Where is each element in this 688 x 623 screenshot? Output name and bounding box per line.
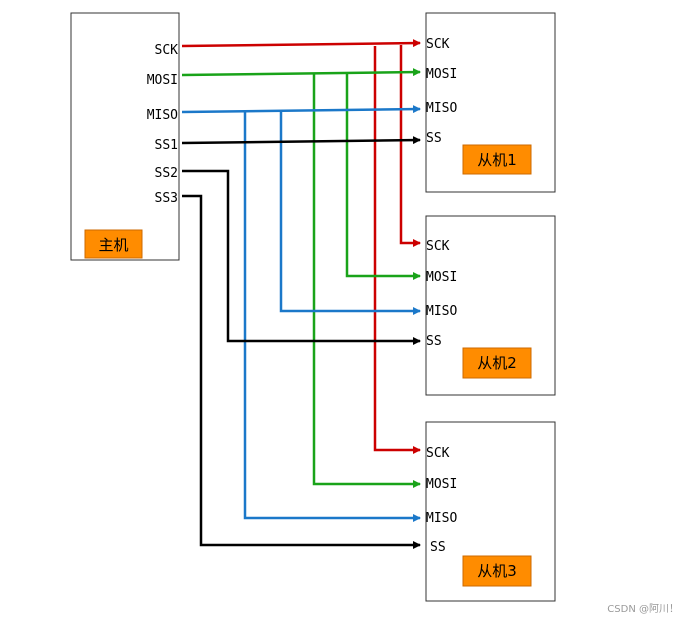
slave3-tag: 从机3	[462, 555, 532, 587]
ss1-wire	[181, 136, 421, 145]
miso-from-slave1-wire	[181, 105, 421, 114]
slave2-pin-mosi-label: MOSI	[426, 270, 457, 285]
master-tag-bg	[84, 229, 143, 259]
slave2-pin-sck-label: SCK	[426, 239, 450, 254]
master-pin-ss2-label: SS2	[155, 166, 178, 181]
slave3-tag-label: 从机3	[477, 562, 517, 580]
miso-from-slave3-wire	[243, 111, 421, 522]
mosi-wires	[181, 68, 421, 488]
slave1-tag-label: 从机1	[477, 151, 517, 169]
mosi-to-slave1-wire	[181, 68, 421, 77]
sck-to-slave1-wire	[181, 39, 421, 48]
slave1-pin-ss-label: SS	[426, 131, 442, 146]
slave2-tag-label: 从机2	[477, 354, 517, 372]
slave3-pin-miso-label: MISO	[426, 511, 457, 526]
slave1-pin-miso-label: MISO	[426, 101, 457, 116]
ss2-wire	[182, 169, 421, 345]
master-pin-sck-label: SCK	[155, 43, 179, 58]
ss-wires	[181, 136, 421, 549]
slave2-tag-bg	[462, 347, 532, 379]
slave2-pin-ss-label: SS	[426, 334, 442, 349]
slave2-tag: 从机2	[462, 347, 532, 379]
slave1-pin-mosi-label: MOSI	[426, 67, 457, 82]
ss3-wire	[182, 194, 421, 549]
master-tag: 主机	[84, 229, 143, 259]
master-pin-ss1-label: SS1	[155, 138, 178, 153]
miso-from-slave2-wire	[279, 111, 421, 315]
slave1-tag-bg	[462, 144, 532, 175]
slave2-pin-miso-label: MISO	[426, 304, 457, 319]
mosi-to-slave2-wire	[345, 74, 421, 280]
sck-wires	[181, 39, 421, 454]
slave3-tag-bg	[462, 555, 532, 587]
master-pin-miso-label: MISO	[147, 108, 178, 123]
slave1-tag: 从机1	[462, 144, 532, 175]
master-pin-ss3-label: SS3	[155, 191, 178, 206]
master-pin-mosi-label: MOSI	[147, 73, 178, 88]
sck-to-slave2-wire	[399, 45, 421, 247]
slave1-pin-sck-label: SCK	[426, 37, 450, 52]
watermark-text: CSDN @阿川！	[607, 603, 679, 615]
slave3-pin-ss-label: SS	[430, 540, 446, 555]
slave3-pin-sck-label: SCK	[426, 446, 450, 461]
sck-to-slave3-wire	[373, 46, 421, 454]
slave3-pin-mosi-label: MOSI	[426, 477, 457, 492]
slave2-box	[425, 215, 556, 396]
miso-wires	[181, 105, 421, 522]
master-tag-label: 主机	[98, 236, 128, 254]
mosi-to-slave3-wire	[312, 74, 421, 488]
master-box	[70, 12, 180, 261]
